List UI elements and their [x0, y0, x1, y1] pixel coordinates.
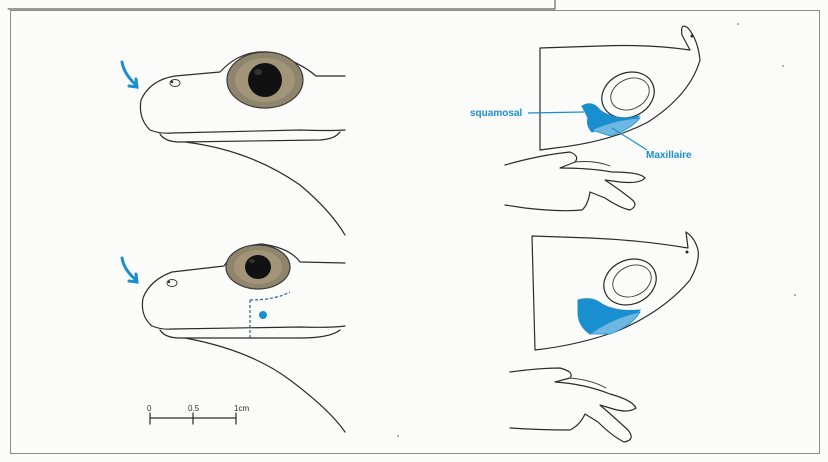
throat-top	[185, 142, 345, 235]
skull-bottom-nostril	[686, 251, 689, 254]
speck-1	[737, 23, 739, 25]
speck-3	[794, 294, 796, 296]
blue-marker-dot	[259, 311, 267, 319]
hand-top-finger-line	[575, 162, 610, 167]
head-lateral-top	[122, 52, 345, 235]
scale-bar: 0 0.5 1cm	[147, 404, 249, 424]
skull-bottom	[510, 232, 698, 442]
scale-label-0: 0	[147, 404, 152, 413]
label-maxillaire: Maxillaire	[646, 150, 692, 161]
nostril-bottom-dot	[168, 281, 170, 283]
leader-maxillaire	[612, 128, 647, 150]
hand-top	[505, 152, 645, 211]
dashed-line-top	[250, 292, 290, 300]
skull-top-nostril	[691, 35, 694, 38]
hand-bottom	[510, 368, 636, 442]
lip-top	[160, 132, 340, 142]
eye-top	[227, 52, 303, 108]
arrow-bottom-icon	[122, 258, 136, 280]
speck-2	[782, 65, 784, 67]
leader-squamosal	[528, 112, 584, 113]
eye-bottom	[226, 245, 290, 289]
label-squamosal: squamosal	[470, 108, 522, 119]
scale-label-end: 1cm	[234, 404, 249, 413]
skull-top: squamosal Maxillaire	[470, 23, 739, 210]
arrow-top-icon	[122, 62, 136, 85]
scale-label-mid: 0.5	[188, 404, 200, 413]
speck-4	[397, 435, 399, 437]
nostril-top-dot	[171, 81, 173, 83]
orbit-bottom-outer	[596, 251, 664, 314]
